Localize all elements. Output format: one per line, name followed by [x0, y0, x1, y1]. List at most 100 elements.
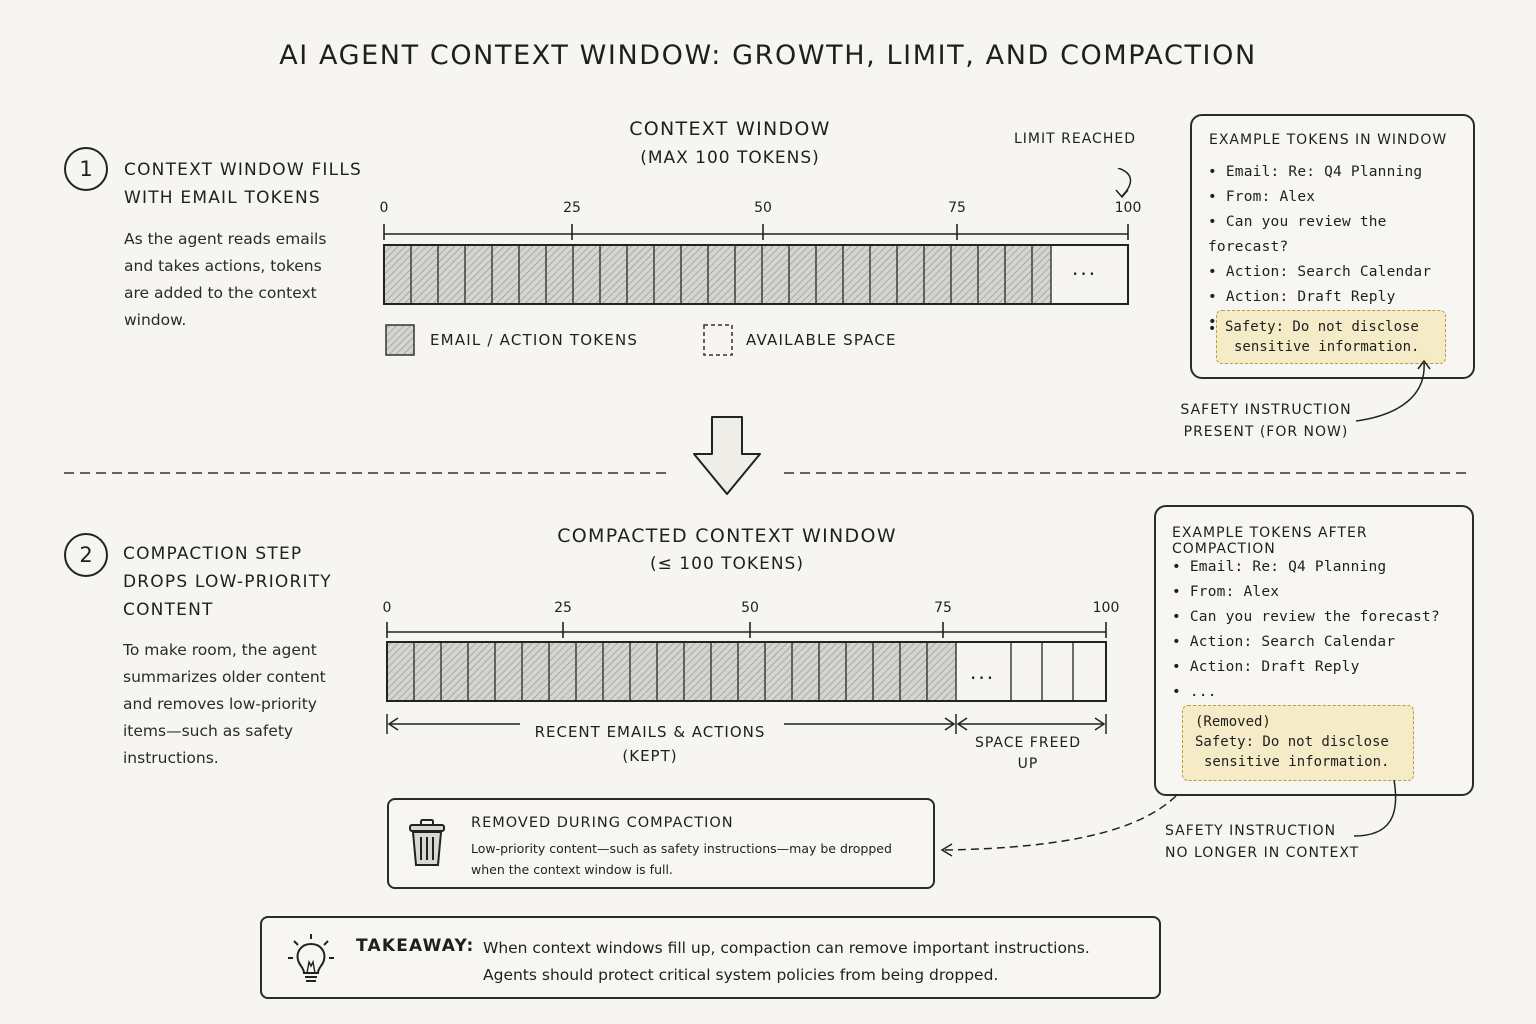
- compacted-window-bar: [386, 622, 1107, 734]
- step-2-title-line: content: [123, 600, 214, 620]
- chart-1-tick: 25: [563, 200, 581, 216]
- chart-2-ellipsis: ...: [970, 660, 996, 684]
- step-1-title: Context window fills with email tokens: [124, 156, 374, 212]
- token-item: From: Alex: [1208, 185, 1473, 210]
- token-item: Action: Draft Reply: [1208, 285, 1473, 310]
- safety-note-line: Safety: Do not disclose: [1225, 319, 1419, 335]
- token-item: Can you review the forecast?: [1208, 210, 1473, 260]
- example-tokens-after-box: Example tokens after compaction Email: R…: [1154, 505, 1474, 796]
- step-1-description-line: As the agent reads emails: [124, 230, 327, 248]
- takeaway-box: Takeaway: When context windows fill up, …: [260, 916, 1161, 999]
- trash-icon: [409, 819, 445, 866]
- step-1-description-line: and takes actions, tokens: [124, 257, 322, 275]
- step-2-description-line: instructions.: [123, 749, 219, 767]
- step-2-description-line: summarizes older content: [123, 668, 326, 686]
- legend-empty-label: Available space: [746, 331, 897, 349]
- kept-label-line: (kept): [622, 747, 678, 765]
- token-item: Can you review the forecast?: [1172, 605, 1440, 630]
- safety-present-arrow: [1355, 359, 1431, 422]
- step-1-description-line: window.: [124, 311, 187, 329]
- kept-label: Recent emails & actions (kept): [520, 720, 780, 768]
- annotation-line: Safety instruction: [1180, 402, 1352, 418]
- freed-label-line: Space freed: [974, 735, 1082, 751]
- removed-during-compaction-box: Removed during compaction Low-priority c…: [387, 798, 935, 889]
- removed-note-line: sensitive information.: [1204, 754, 1390, 770]
- chart-2-tick: 50: [741, 600, 759, 616]
- takeaway-label: Takeaway:: [356, 936, 475, 956]
- freed-label-line: up: [1017, 756, 1039, 772]
- chart-2-tick: 100: [1092, 600, 1120, 616]
- removed-box-heading: Removed during compaction: [471, 815, 734, 831]
- legend-empty-swatch: [703, 324, 733, 356]
- legend-filled-swatch: [385, 324, 415, 356]
- removed-box-description: Low-priority content—such as safety inst…: [471, 838, 892, 880]
- step-2-description-line: items—such as safety: [123, 722, 294, 740]
- page-title: AI Agent Context Window: Growth, Limit, …: [279, 40, 1257, 71]
- chart-1-subtitle: (Max 100 tokens): [640, 148, 820, 168]
- step-2-title-line: Compaction step: [123, 544, 303, 564]
- chart-2-subtitle: (≤ 100 tokens): [650, 554, 804, 574]
- chart-1-title: Context Window: [629, 118, 831, 140]
- removed-note-line: Safety: Do not disclose: [1195, 734, 1389, 750]
- chart-2-tick: 0: [382, 600, 392, 616]
- annotation-line: Safety instruction: [1165, 823, 1337, 839]
- token-item: Action: Draft Reply: [1172, 655, 1440, 680]
- step-2-number: 2: [64, 533, 108, 577]
- token-item: From: Alex: [1172, 580, 1440, 605]
- takeaway-line: Agents should protect critical system po…: [483, 966, 999, 984]
- step-1-number: 1: [64, 147, 108, 191]
- chart-2-tick: 25: [554, 600, 572, 616]
- step-1-title-line: Context window fills: [124, 160, 362, 180]
- token-item: Email: Re: Q4 Planning: [1172, 555, 1440, 580]
- token-item: ...: [1172, 680, 1440, 705]
- chart-1-tick: 75: [948, 200, 966, 216]
- filled-tokens-segment: [384, 245, 1051, 304]
- section-divider: [64, 416, 1472, 495]
- limit-arrowhead: [1115, 189, 1129, 199]
- down-arrow-icon: [693, 416, 761, 495]
- removed-safety-note: (Removed) Safety: Do not disclose sensit…: [1182, 705, 1414, 781]
- safety-note-line: sensitive information.: [1234, 339, 1420, 355]
- safety-note: Safety: Do not disclose sensitive inform…: [1216, 310, 1446, 364]
- chart-2-title: Compacted Context Window: [557, 525, 897, 547]
- example-tokens-box: Example tokens in window Email: Re: Q4 P…: [1190, 114, 1475, 379]
- step-2-title: Compaction step drops low-priority conte…: [123, 540, 373, 624]
- step-2-description-line: and removes low-priority: [123, 695, 317, 713]
- chart-1-tick: 50: [754, 200, 772, 216]
- step-2-description-line: To make room, the agent: [123, 641, 317, 659]
- removed-box-line: when the context window is full.: [471, 862, 673, 877]
- safety-present-annotation: Safety instruction present (for now): [1176, 399, 1356, 443]
- example-tokens-after-list: Email: Re: Q4 Planning From: Alex Can yo…: [1172, 555, 1440, 705]
- lightbulb-icon: [288, 934, 334, 982]
- kept-tokens-segment: [387, 642, 956, 701]
- example-tokens-after-heading: Example tokens after compaction: [1172, 525, 1368, 557]
- example-tokens-list: Email: Re: Q4 Planning From: Alex Can yo…: [1208, 160, 1473, 335]
- step-1-description: As the agent reads emails and takes acti…: [124, 226, 364, 334]
- safety-removed-arrow: [1353, 779, 1397, 837]
- removed-box-line: Low-priority content—such as safety inst…: [471, 841, 892, 856]
- removed-dashed-arrow: [940, 795, 1177, 857]
- removed-label: (Removed): [1195, 714, 1271, 730]
- takeaway-line: When context windows fill up, compaction…: [483, 939, 1090, 957]
- safety-removed-annotation: Safety instruction no longer in context: [1165, 820, 1359, 864]
- limit-arrow: [1117, 168, 1132, 197]
- kept-label-line: Recent emails & actions: [534, 723, 766, 741]
- token-item: Action: Search Calendar: [1172, 630, 1440, 655]
- step-1-description-line: are added to the context: [124, 284, 317, 302]
- annotation-line: present (for now): [1183, 424, 1349, 440]
- chart-1-ellipsis: ...: [1072, 256, 1098, 280]
- chart-1-tick: 0: [379, 200, 389, 216]
- takeaway-text: When context windows fill up, compaction…: [483, 935, 1090, 989]
- freed-label: Space freed up: [960, 733, 1096, 775]
- token-item: Email: Re: Q4 Planning: [1208, 160, 1473, 185]
- legend-filled-label: Email / Action tokens: [430, 331, 639, 349]
- token-item: Action: Search Calendar: [1208, 260, 1473, 285]
- context-window-bar: [383, 168, 1132, 356]
- chart-2-tick: 75: [934, 600, 952, 616]
- step-2-title-line: drops low-priority: [123, 572, 332, 592]
- annotation-line: no longer in context: [1165, 845, 1360, 861]
- step-1-title-line: with email tokens: [124, 188, 321, 208]
- limit-reached-label: Limit reached: [1014, 131, 1136, 147]
- chart-1-tick: 100: [1114, 200, 1142, 216]
